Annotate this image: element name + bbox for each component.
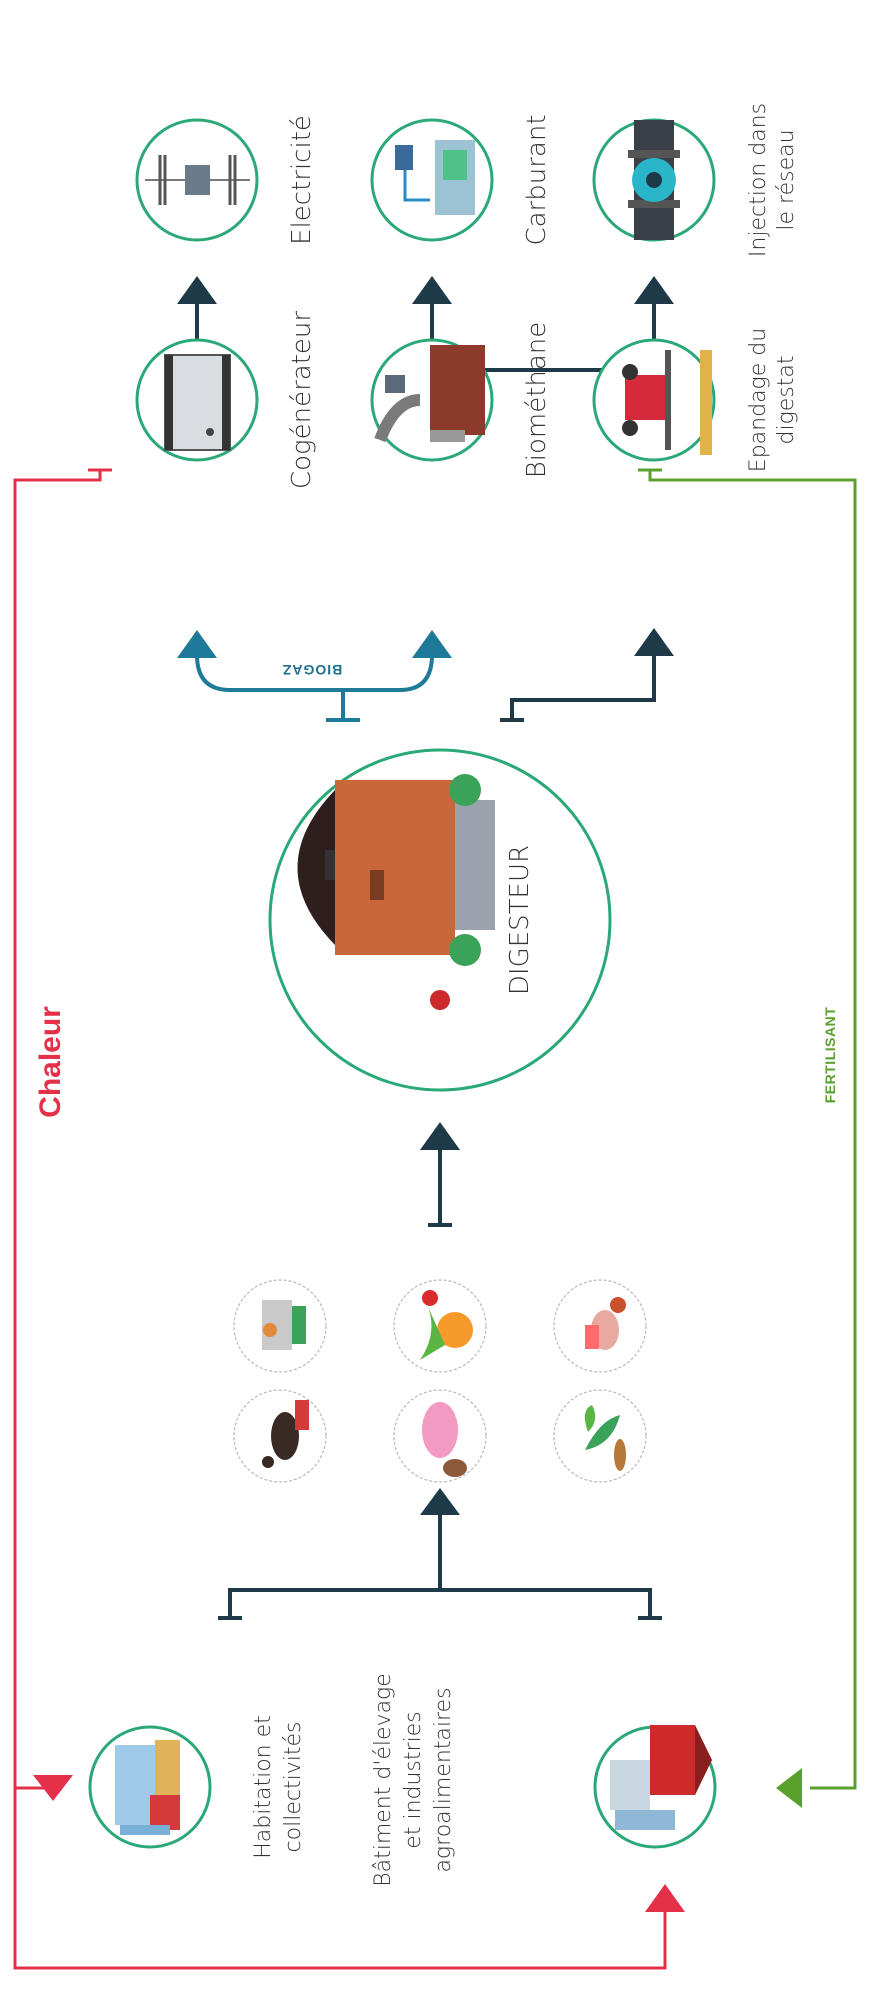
housing-label-line1: Habitation et: [251, 1715, 276, 1859]
biomethane-plant-icon: [374, 345, 485, 443]
input-sources: [233, 1279, 647, 1483]
heat-loop: [13, 468, 685, 1970]
cogenerator-icon: [164, 354, 231, 451]
plant-leaf-icon: [584, 1405, 626, 1471]
source-farm-node: Bâtiment d'élevage et industries agroali…: [371, 1673, 717, 1887]
pig-icon: [422, 1402, 467, 1477]
housing-label-line2: collectivités: [281, 1722, 306, 1853]
farm-label-line1: Bâtiment d'élevage: [371, 1673, 396, 1887]
tractor-spreader-icon: [622, 350, 712, 455]
meat-waste-icon: [585, 1297, 626, 1350]
digester-dome-icon: [297, 774, 495, 1010]
grid-label-line2: le réseau: [774, 129, 799, 230]
digester-label: DIGESTEUR: [505, 845, 535, 995]
fertilizer-label: FERTILISANT: [822, 1007, 838, 1104]
biomethane-node: Biométhane: [370, 322, 552, 479]
vegetables-icon: [420, 1290, 473, 1360]
digester-node: DIGESTEUR: [268, 748, 612, 1092]
electricity-node: Electricité: [135, 115, 317, 245]
electricity-label: Electricité: [287, 115, 317, 245]
biogas-label: BIOGAZ: [282, 662, 342, 678]
fertilizer-loop: [638, 468, 857, 1808]
grid-injection-node: Injection dans le réseau: [592, 103, 799, 257]
farm-label-line2: et industries: [401, 1711, 426, 1848]
fuel-node: Carburant: [370, 114, 552, 246]
biomethane-label: Biométhane: [522, 322, 552, 479]
spreading-label-line2: digestat: [774, 355, 799, 444]
power-line-icon: [145, 155, 250, 205]
food-waste-icon: [262, 1300, 306, 1350]
fuel-label: Carburant: [522, 114, 552, 245]
heat-label: Chaleur: [34, 1006, 67, 1118]
cogenerator-label: Cogénérateur: [287, 311, 317, 489]
farm-barn-icon: [610, 1725, 712, 1830]
cow-icon: [262, 1400, 309, 1468]
source-housing-node: Habitation et collectivités: [88, 1715, 306, 1859]
city-buildings-icon: [115, 1740, 180, 1835]
spreading-node: Epandage du digestat: [592, 328, 799, 472]
biogas-arrows: [177, 630, 452, 722]
farm-label-line3: agroalimentaires: [431, 1687, 456, 1872]
fuel-pump-icon: [395, 140, 475, 215]
spreading-label-line1: Epandage du: [746, 328, 771, 472]
cogenerator-node: Cogénérateur: [135, 311, 317, 489]
grid-label-line1: Injection dans: [746, 103, 771, 257]
gas-pipe-valve-icon: [628, 120, 680, 240]
